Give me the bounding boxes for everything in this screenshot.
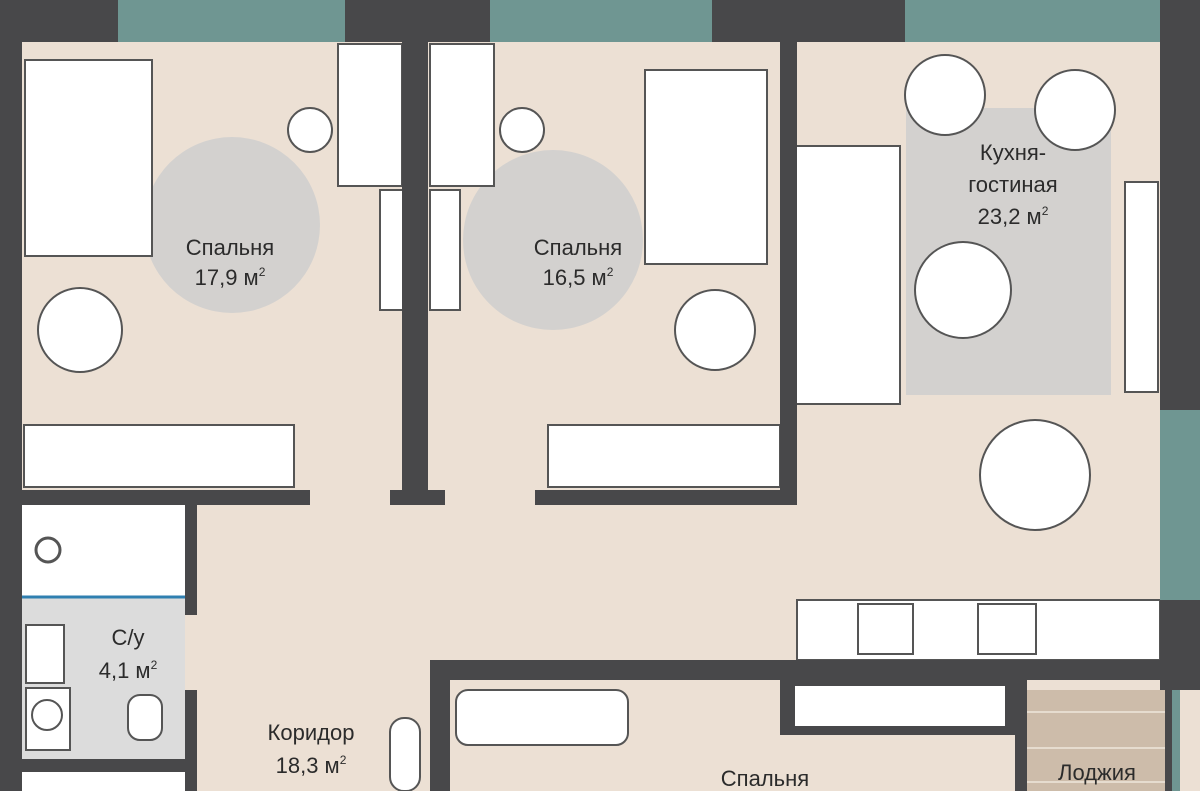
loggia-boards xyxy=(1025,711,1165,783)
chair-icon xyxy=(499,107,545,153)
wardrobe-icon xyxy=(23,424,295,488)
toilet-icon xyxy=(127,694,163,741)
kitchen-sink-icon xyxy=(857,603,914,655)
rug-bedroom2 xyxy=(463,150,643,330)
storage xyxy=(22,772,185,791)
rug-bedroom1 xyxy=(144,137,320,313)
chair-icon xyxy=(287,107,333,153)
kitchen-name-line2: гостиная xyxy=(968,172,1057,197)
shelf-icon xyxy=(429,189,461,311)
bedroom2-area: 16,5 м2 xyxy=(543,265,614,290)
armchair-icon xyxy=(674,289,756,371)
wardrobe-icon xyxy=(547,424,781,488)
corridor-area: 18,3 м2 xyxy=(276,753,347,778)
armchair-icon xyxy=(1034,69,1116,151)
armchair-icon xyxy=(904,54,986,136)
stove-icon xyxy=(977,603,1037,655)
corridor-name: Коридор xyxy=(268,720,355,745)
desk-icon xyxy=(429,43,495,187)
window xyxy=(118,0,345,42)
bed-icon xyxy=(644,69,768,265)
window xyxy=(1160,410,1200,600)
desk-icon xyxy=(337,43,403,187)
windows xyxy=(118,0,1200,791)
window xyxy=(1172,690,1180,791)
shower-icon xyxy=(34,536,62,564)
kitchen-area: 23,2 м2 xyxy=(978,204,1049,229)
window xyxy=(490,0,712,42)
window xyxy=(905,0,1160,42)
washing-drum-icon xyxy=(31,699,63,731)
bathroom-name: С/у xyxy=(112,625,145,650)
bathroom-top xyxy=(22,505,185,597)
dining-table-icon xyxy=(979,419,1091,531)
wardrobe-corridor-icon xyxy=(389,717,421,791)
coffee-table-icon xyxy=(914,241,1012,339)
bathroom-area: 4,1 м2 xyxy=(99,658,158,683)
kitchen-name-line1: Кухня- xyxy=(980,140,1046,165)
bedroom1-area: 17,9 м2 xyxy=(195,265,266,290)
sink-icon xyxy=(25,624,65,684)
radiator-icon xyxy=(1124,181,1159,393)
armchair-icon xyxy=(37,287,123,373)
bathtub-icon xyxy=(455,689,629,746)
bedroom1-name: Спальня xyxy=(186,235,274,260)
bed-icon xyxy=(24,59,153,257)
closet xyxy=(795,686,1005,726)
sofa-icon xyxy=(794,145,901,405)
bedroom2-name: Спальня xyxy=(534,235,622,260)
loggia-name: Лоджия xyxy=(1058,760,1136,785)
loggia-floor xyxy=(1025,690,1175,791)
bedroom3-name: Спальня xyxy=(721,766,809,791)
